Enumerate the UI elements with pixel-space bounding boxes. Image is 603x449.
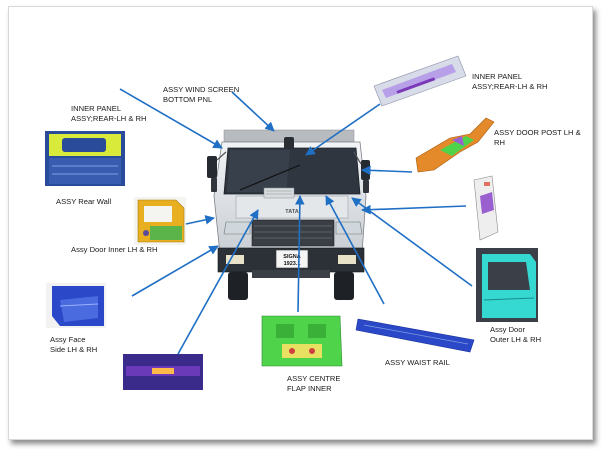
label-door-inner: Assy Door Inner LH & RH [71,245,158,254]
label-centre-flap: ASSY CENTRE FLAP INNER [287,374,341,393]
inner-panel-right-part [373,55,467,107]
label-inner-panel-left: INNER PANEL ASSY;REAR-LH & RH [71,104,147,123]
waist-rail-part [355,318,475,353]
centre-flap-part [261,315,343,367]
plate-top-text: SIGNA [283,254,300,260]
label-waist-rail: ASSY WAIST RAIL [385,358,450,367]
door-inner-part [134,197,186,245]
label-wind-screen: ASSY WIND SCREEN BOTTOM PNL [163,85,240,104]
waist-rail-lh-part [123,354,203,390]
label-rear-wall: ASSY Rear Wall [56,197,112,206]
truck-brand-text: TATA [285,209,298,215]
truck-illustration [207,129,370,300]
label-inner-panel-right: INNER PANEL ASSY;REAR-LH & RH [472,72,548,91]
label-door-post: ASSY DOOR POST LH & RH [494,128,581,147]
rear-wall-part [45,131,125,186]
label-door-outer: Assy Door Outer LH & RH [490,325,542,344]
pointer-arrows [119,88,473,355]
door-post-part [473,175,499,241]
label-face-side: Assy Face Side LH & RH [50,335,98,354]
door-post-lh-part [415,117,495,173]
door-outer-part [476,248,538,322]
face-side-part [46,283,106,328]
plate-bottom-text: 1923.1 [284,261,301,267]
